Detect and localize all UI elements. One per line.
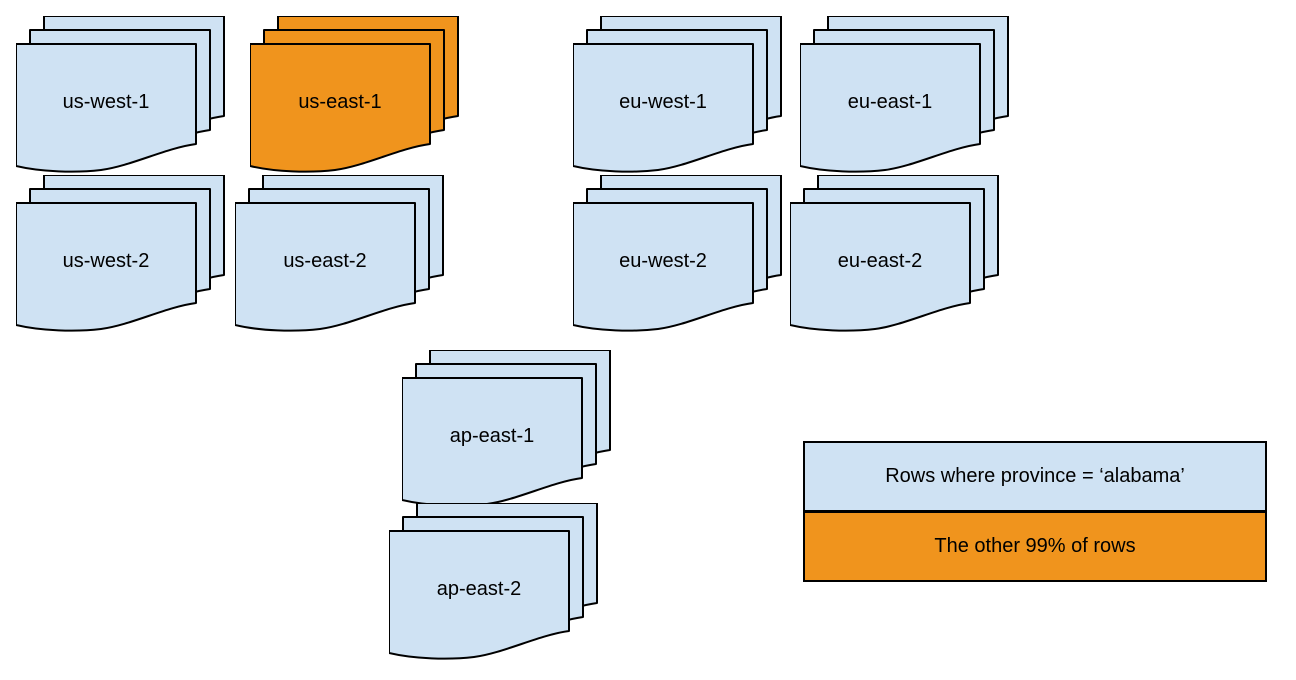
document-sheet-front: [800, 43, 981, 173]
region-stack-eu-east-1: eu-east-1: [800, 16, 1010, 174]
region-stack-ap-east-1: ap-east-1: [402, 350, 612, 508]
document-sheet-front: [389, 530, 570, 660]
document-sheet-front: [402, 377, 583, 507]
document-sheet-front: [790, 202, 971, 332]
region-stack-ap-east-2: ap-east-2: [389, 503, 599, 661]
region-stack-eu-west-2: eu-west-2: [573, 175, 783, 333]
legend: Rows where province = ‘alabama’ The othe…: [803, 441, 1267, 582]
region-stack-us-west-2: us-west-2: [16, 175, 226, 333]
region-stack-us-east-2: us-east-2: [235, 175, 445, 333]
region-stack-eu-east-2: eu-east-2: [790, 175, 1000, 333]
legend-item-other-rows: The other 99% of rows: [805, 513, 1265, 580]
document-sheet-front: [250, 43, 431, 173]
region-stack-us-east-1: us-east-1: [250, 16, 460, 174]
region-stack-eu-west-1: eu-west-1: [573, 16, 783, 174]
legend-item-alabama-rows: Rows where province = ‘alabama’: [805, 443, 1265, 513]
legend-item-label: The other 99% of rows: [934, 535, 1136, 557]
document-sheet-front: [573, 202, 754, 332]
document-sheet-front: [16, 43, 197, 173]
document-sheet-front: [573, 43, 754, 173]
document-sheet-front: [235, 202, 416, 332]
region-stack-us-west-1: us-west-1: [16, 16, 226, 174]
document-sheet-front: [16, 202, 197, 332]
legend-item-label: Rows where province = ‘alabama’: [885, 465, 1185, 487]
